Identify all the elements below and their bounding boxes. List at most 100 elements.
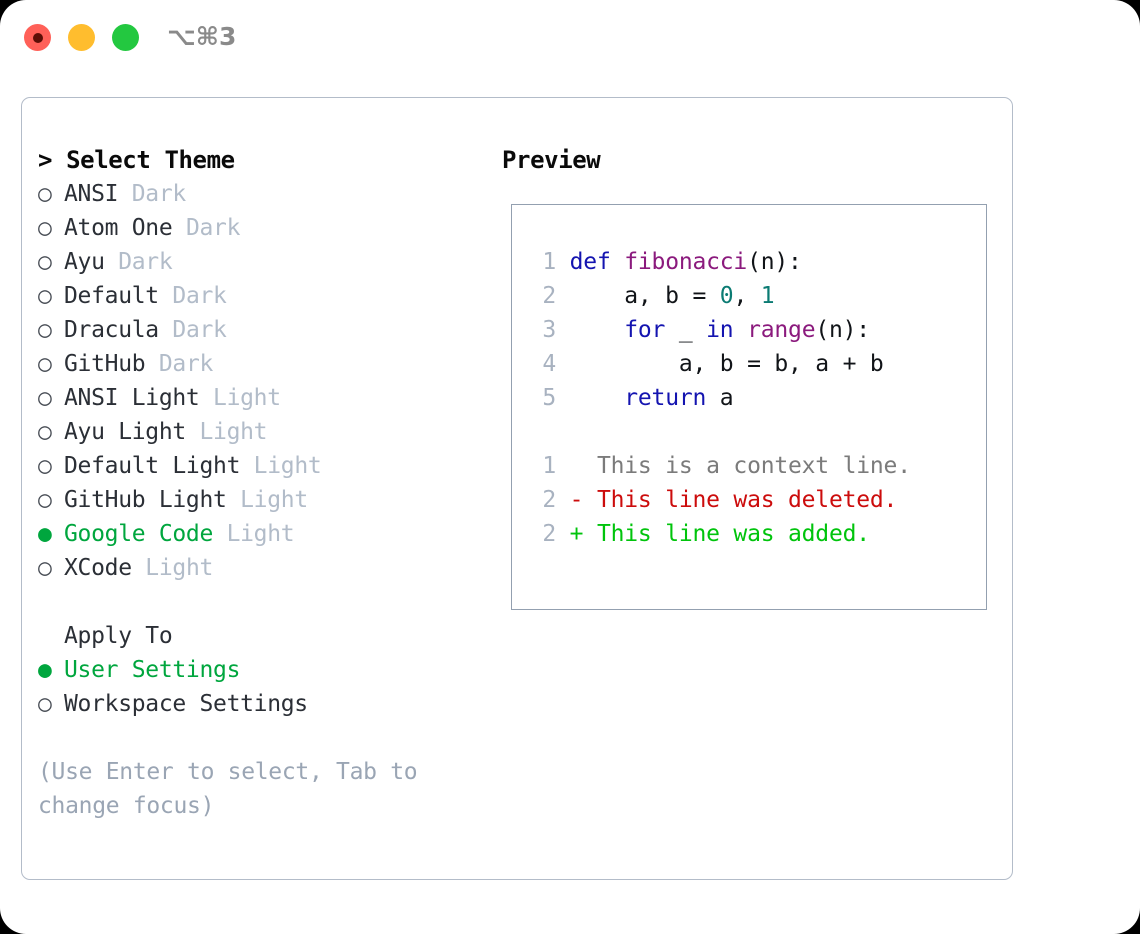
radio-unselected-icon: ○ (38, 453, 52, 479)
line-number: 3 (542, 317, 556, 343)
theme-option-variant: Light (226, 487, 308, 513)
theme-option-label: Default (64, 283, 159, 309)
code-token: (n): (815, 317, 870, 343)
diff-text: This is a context line. (596, 453, 911, 479)
radio-unselected-icon: ○ (38, 317, 52, 343)
code-token: a, b = b, a + b (569, 351, 884, 377)
code-token (733, 317, 747, 343)
theme-option-dracula[interactable]: ○ Dracula Dark (38, 313, 478, 347)
theme-option-label: Ayu Light (64, 419, 186, 445)
window-controls (24, 24, 139, 51)
apply-to-header-label: Apply To (64, 623, 173, 649)
theme-option-variant: Dark (172, 215, 241, 241)
code-token: , (733, 283, 761, 309)
theme-option-default[interactable]: ○Default Dark (38, 279, 478, 313)
radio-unselected-icon: ○ (38, 419, 52, 445)
theme-option-label: ANSI Light (64, 385, 200, 411)
apply-to-option-user-settings[interactable]: ● User Settings (38, 653, 478, 687)
theme-option-label: Dracula (64, 317, 159, 343)
code-token (570, 385, 625, 411)
title-bar: ⌥⌘3 (0, 0, 1140, 78)
theme-option-label: Ayu (64, 249, 105, 275)
theme-option-label: XCode (64, 555, 132, 581)
theme-option-variant: Light (199, 385, 281, 411)
code-token: _ (665, 317, 707, 343)
line-number: 1 (542, 249, 556, 275)
theme-option-default-light[interactable]: ○Default Light Light (38, 449, 478, 483)
theme-option-variant: Light (131, 555, 214, 581)
theme-option-label: ANSI (64, 181, 119, 207)
apply-to-option-label: User Settings (64, 657, 241, 683)
code-line: 2 a, b = 0, 1 (534, 279, 911, 313)
minimize-button[interactable] (68, 24, 95, 51)
radio-unselected-icon: ○ (38, 351, 52, 377)
apply-to-list[interactable]: ● User Settings ○ Workspace Settings (38, 653, 478, 721)
theme-option-ayu[interactable]: ○ Ayu Dark (38, 245, 478, 279)
theme-option-label: GitHub (64, 351, 146, 377)
theme-option-ansi[interactable]: ○ANSI Dark (38, 177, 478, 211)
radio-unselected-icon: ○ (38, 181, 52, 207)
line-number: 1 (542, 453, 556, 479)
preview-title: Preview (502, 146, 601, 174)
zoom-button[interactable] (112, 24, 139, 51)
theme-option-variant: Dark (158, 317, 227, 343)
spacer (38, 585, 478, 619)
theme-option-atom-one[interactable]: ○ Atom One Dark (38, 211, 478, 245)
theme-option-variant: Light (213, 521, 295, 547)
code-token: 1 (760, 283, 775, 309)
theme-option-variant: Dark (104, 249, 173, 275)
radio-unselected-icon: ○ (38, 249, 52, 275)
theme-option-xcode[interactable]: ○XCode Light (38, 551, 478, 585)
theme-option-google-code[interactable]: ● Google Code Light (38, 517, 478, 551)
diff-sign: + (569, 521, 597, 547)
code-blank-line (534, 415, 911, 449)
radio-unselected-icon: ○ (38, 385, 52, 411)
theme-selection-column: > Select Theme ○ANSI Dark○Atom One Dark○… (38, 143, 478, 823)
theme-option-github-light[interactable]: ○ GitHub Light Light (38, 483, 478, 517)
line-number: 2 (542, 487, 556, 513)
theme-option-ayu-light[interactable]: ○ Ayu Light Light (38, 415, 478, 449)
code-token: (n): (747, 249, 802, 275)
theme-option-variant: Dark (145, 351, 214, 377)
radio-unselected-icon: ○ (38, 283, 52, 309)
radio-selected-icon: ● (38, 521, 52, 547)
radio-unselected-icon: ○ (38, 691, 52, 717)
code-line: 3 for _ in range(n): (534, 313, 911, 347)
line-number: 2 (542, 521, 556, 547)
theme-option-label: Default Light (64, 453, 241, 479)
code-token: range (747, 317, 816, 343)
apply-to-header-marker: ○ (38, 619, 64, 653)
apply-to-option-label: Workspace Settings (64, 691, 308, 717)
spacer-2 (38, 721, 478, 755)
diff-line: 2 + This line was added. (534, 517, 911, 551)
diff-line: 1 This is a context line. (534, 449, 911, 483)
radio-unselected-icon: ○ (38, 215, 52, 241)
theme-option-variant: Light (185, 419, 268, 445)
code-token: fibonacci (624, 249, 748, 275)
main-panel: > Select Theme ○ANSI Dark○Atom One Dark○… (21, 97, 1013, 880)
code-token: def (569, 249, 625, 275)
diff-text: This line was deleted. (596, 487, 898, 513)
theme-option-label: Google Code (64, 521, 214, 547)
theme-list-header: > Select Theme (38, 146, 235, 174)
code-line: 5 return a (534, 381, 911, 415)
theme-option-github[interactable]: ○ GitHub Dark (38, 347, 478, 381)
code-token: a, b = (569, 283, 720, 309)
radio-selected-icon: ● (38, 657, 52, 683)
theme-option-label: Atom One (64, 215, 173, 241)
code-line: 1 def fibonacci(n): (534, 245, 911, 279)
close-button[interactable] (24, 24, 51, 51)
keyboard-shortcut-label: ⌥⌘3 (167, 22, 237, 51)
code-token (570, 317, 625, 343)
theme-list[interactable]: ○ ANSI Dark ○ Atom One Dark ○ Ayu Dark ○ Defaul… (38, 177, 478, 585)
diff-line: 2 - This line was deleted. (534, 483, 911, 517)
code-token: in (706, 317, 734, 343)
radio-unselected-icon: ○ (38, 487, 52, 513)
theme-option-ansi-light[interactable]: ○ ANSI Light Light (38, 381, 478, 415)
apply-to-option-workspace-settings[interactable]: ○ Workspace Settings (38, 687, 478, 721)
theme-option-label: GitHub Light (64, 487, 227, 513)
keyboard-hint-text: (Use Enter to select, Tab to change focu… (38, 759, 431, 819)
apply-to-header: ○Apply To (38, 619, 478, 653)
